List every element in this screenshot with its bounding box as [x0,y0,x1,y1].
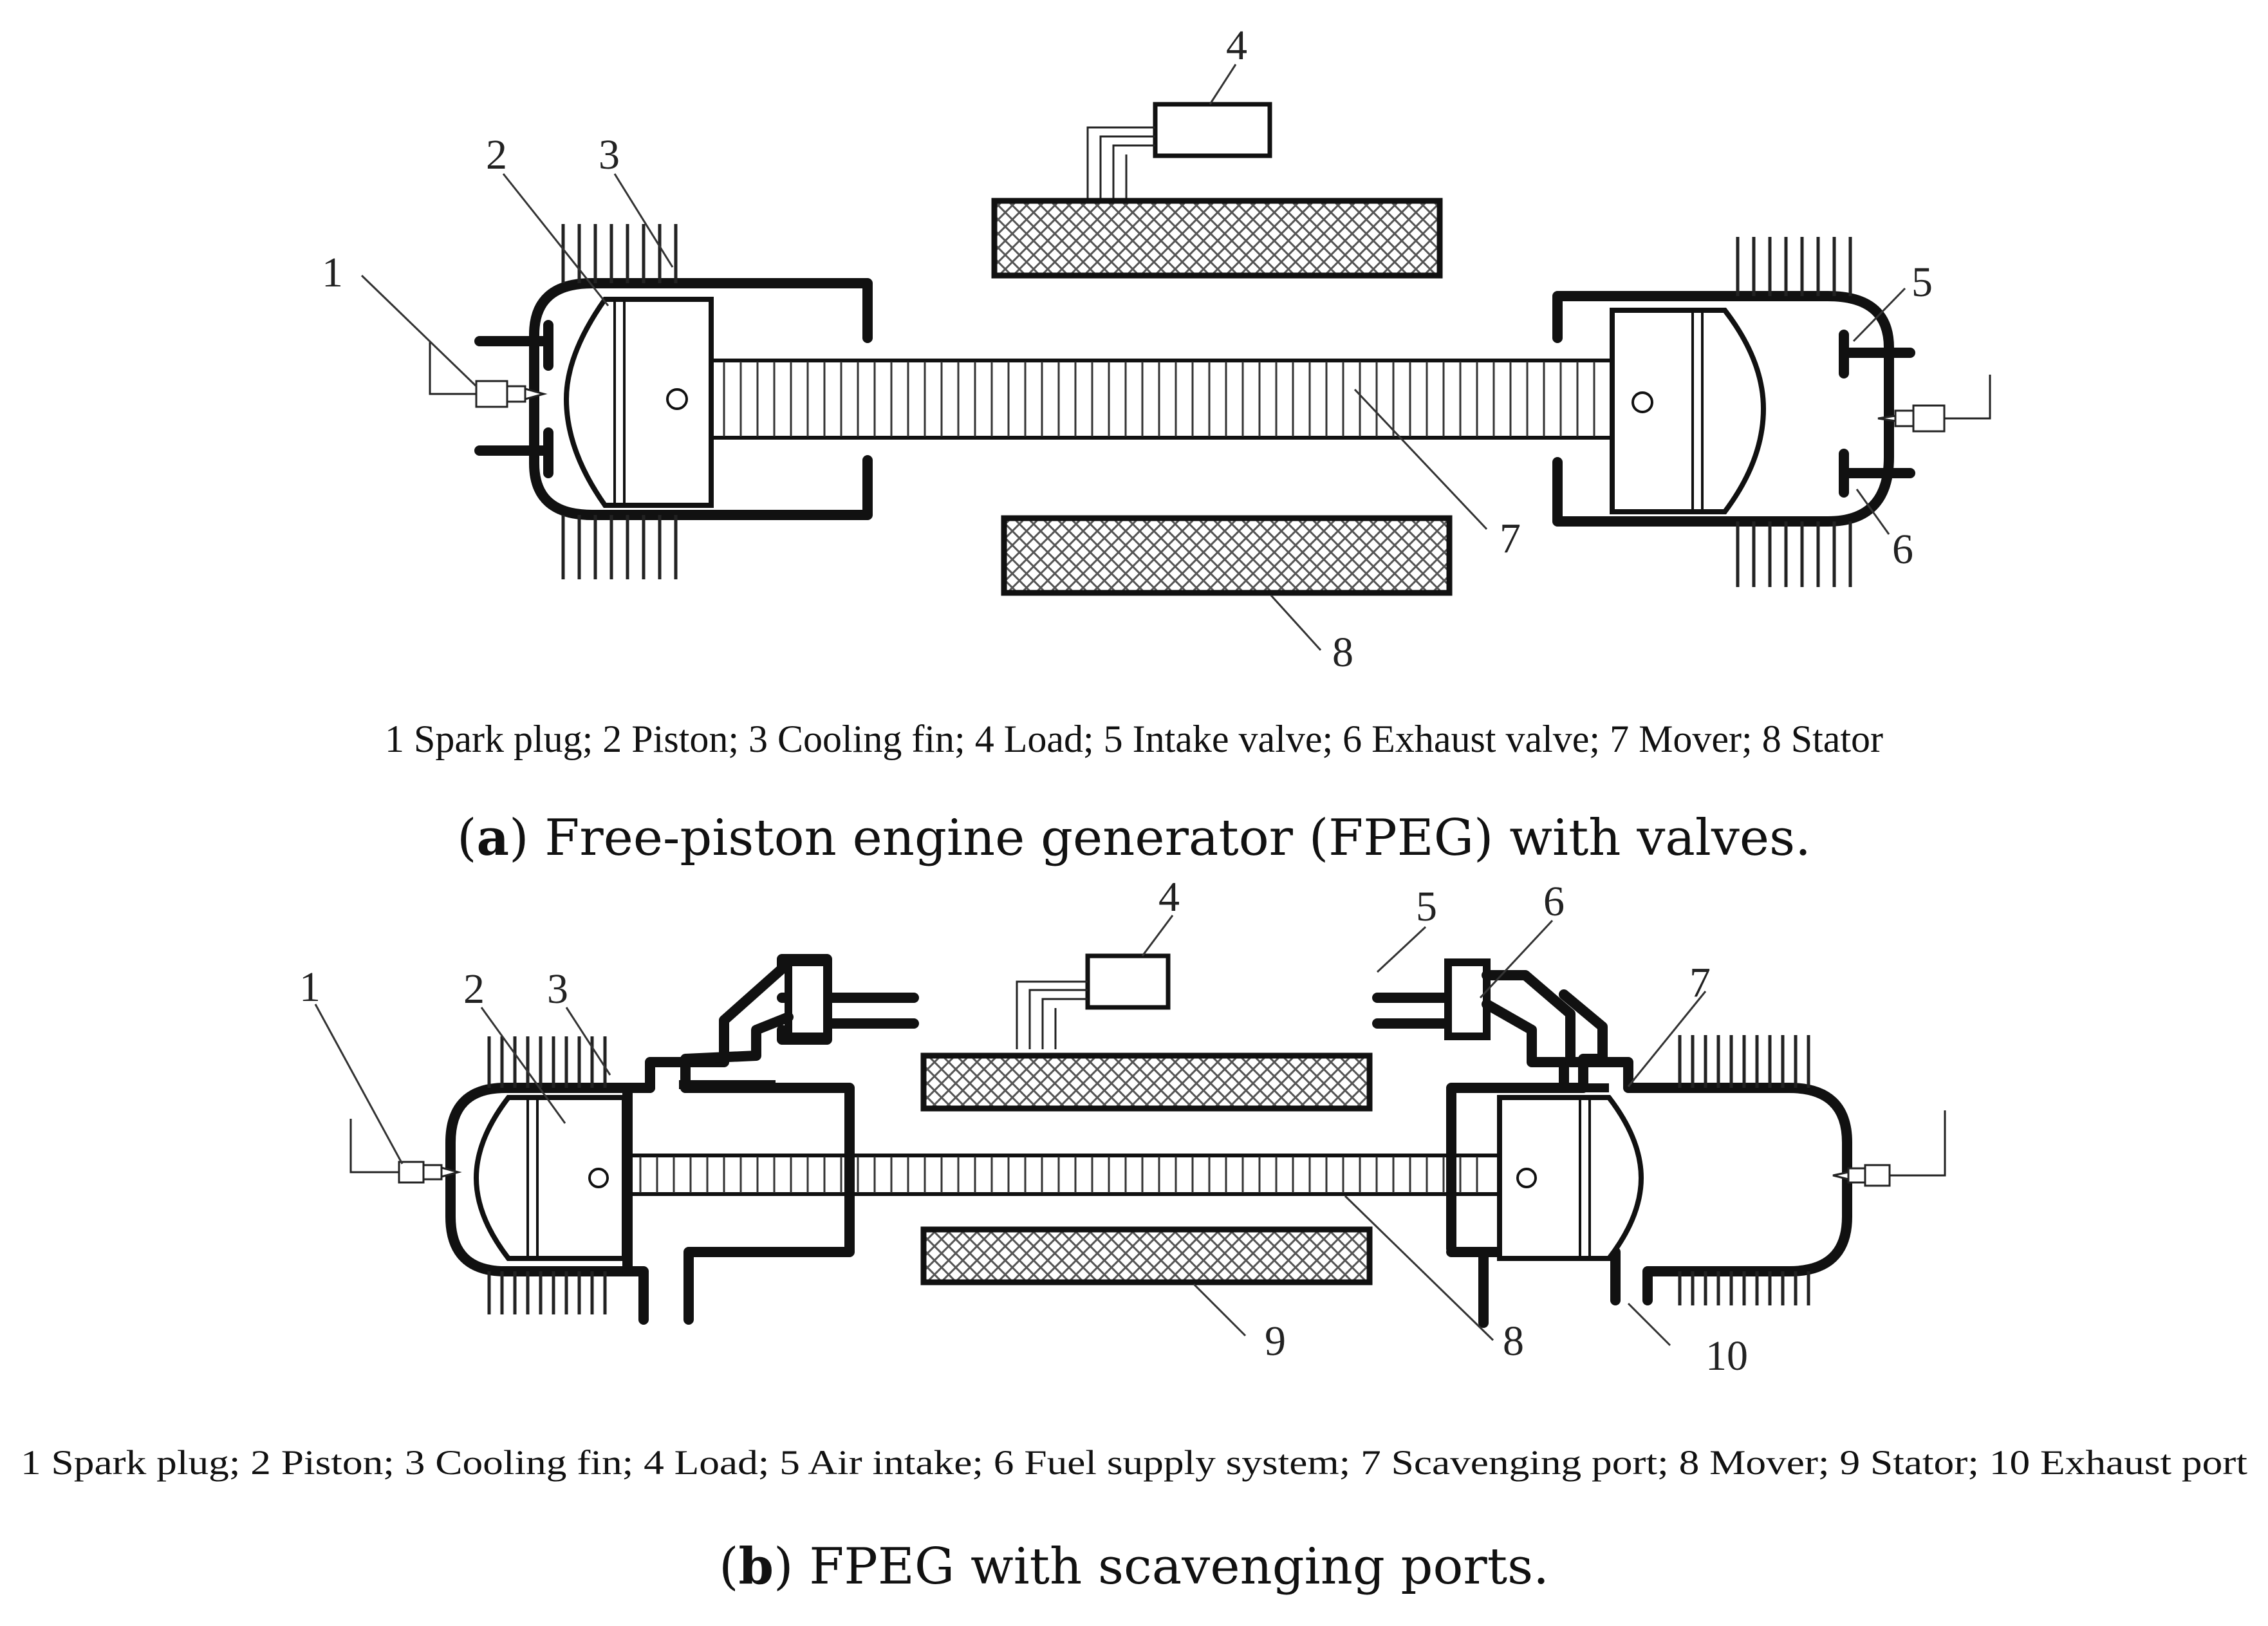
label-a-8: 8 [1332,629,1353,676]
panel-b-diagram: 1 2 3 4 5 6 7 8 9 10 [299,874,1946,1379]
caption-a: (a) Free-piston engine generator (FPEG) … [457,808,1811,867]
mover-rod-a [709,359,1614,440]
cooling-fins-b-right-bottom [1678,1271,1810,1305]
left-cylinder-a [429,224,873,579]
left-piston-a [563,297,714,508]
label-b-9: 9 [1265,1318,1286,1365]
fuel-supply-box-b-right [1444,958,1491,1040]
spark-plug-b-right [1832,1110,1946,1187]
cooling-fins-b-right-top [1678,1035,1810,1088]
right-cylinder-b [1372,958,1946,1328]
legend-b: 1 Spark plug; 2 Piston; 3 Cooling fin; 4… [21,1443,2247,1482]
lower-stator-b [920,1226,1373,1285]
load-box-a [1086,102,1272,200]
cooling-fins-a-right-bottom [1736,521,1852,587]
exhaust-valve-a-right [1839,449,1915,498]
load-box-b [1016,953,1171,1049]
label-a-6: 6 [1892,526,1913,573]
mover-rod-b [626,1154,1501,1196]
spark-plug-a-left [429,341,548,408]
label-b-5: 5 [1416,883,1437,930]
label-a-5: 5 [1911,259,1933,306]
left-cylinder-b [349,954,919,1325]
legend-a: 1 Spark plug; 2 Piston; 3 Cooling fin; 4… [385,718,1883,760]
intake-valve-a-right [1839,330,1915,378]
label-b-10: 10 [1706,1332,1748,1379]
label-a-4: 4 [1226,22,1247,69]
right-piston-a [1610,308,1767,514]
cooling-fins-a-right-top [1736,237,1852,296]
label-a-1: 1 [322,249,343,296]
upper-stator-a [991,198,1443,279]
spark-plug-b-left [349,1119,462,1184]
intake-valve-a-left [474,320,553,371]
label-a-7: 7 [1500,515,1521,562]
exhaust-valve-a-left [474,427,553,478]
label-b-6: 6 [1543,878,1565,925]
right-piston-b [1497,1095,1644,1261]
cooling-fins-b-left-top [487,1036,607,1088]
lower-stator-a [1001,515,1453,596]
leader-lines-b [314,915,1707,1347]
upper-stator-b [920,1052,1373,1112]
label-b-2: 2 [463,966,485,1013]
label-b-1: 1 [299,964,321,1011]
label-b-3: 3 [547,966,568,1013]
leader-lines-a [360,64,1906,651]
spark-plug-a-right [1877,375,1991,433]
caption-b: (b) FPEG with scavenging ports. [719,1537,1549,1596]
label-a-3: 3 [599,131,620,178]
right-cylinder-a [1552,237,1991,587]
label-a-2: 2 [486,131,507,178]
label-b-4: 4 [1158,874,1180,920]
left-piston-b [473,1095,627,1261]
label-b-8: 8 [1503,1318,1524,1365]
cooling-fins-b-left-bottom [487,1271,607,1314]
panel-a-diagram: 1 2 3 4 5 6 7 8 [322,22,1991,676]
label-b-7: 7 [1689,959,1711,1006]
fuel-supply-box-b-left [785,958,831,1040]
cooling-fins-a-left-top [561,224,678,283]
cooling-fins-a-left-bottom [561,515,678,579]
